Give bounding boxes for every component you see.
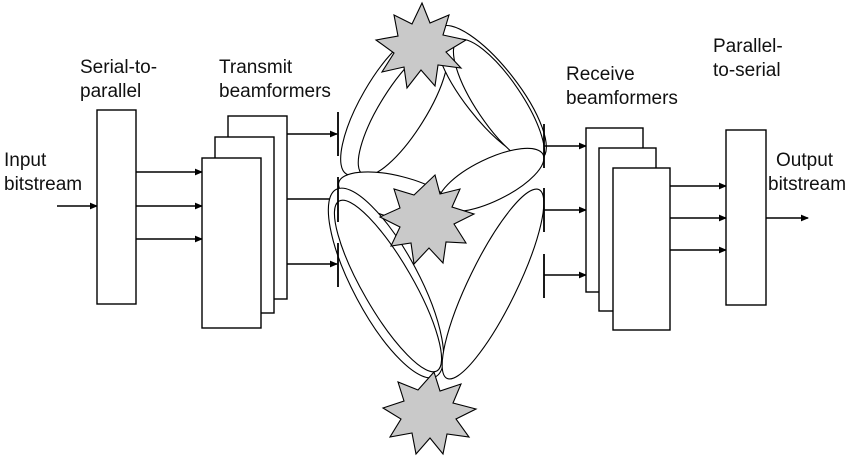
rx-beam-lobe-bottom xyxy=(441,188,545,380)
serial-to-parallel-block xyxy=(96,109,137,305)
transmit-beamformers-label-line2: beamformers xyxy=(219,81,331,102)
input-label-line2: bitstream xyxy=(4,174,82,195)
scatterer-middle xyxy=(378,173,476,266)
output-label-line1: Output xyxy=(776,150,834,171)
scatterer-top xyxy=(374,1,468,90)
transmit-beamformer-1 xyxy=(201,157,262,329)
input-label-line1: Input xyxy=(4,150,47,171)
tx-beam-lobe-bottom-inner xyxy=(333,199,443,373)
output-label-line2: bitstream xyxy=(768,174,846,195)
parallel-to-serial-label-line1: Parallel- xyxy=(713,36,783,57)
receive-beamformers-label-line1: Receive xyxy=(566,64,635,85)
serial-to-parallel-label-line2: parallel xyxy=(80,81,141,102)
parallel-to-serial-block xyxy=(725,129,767,306)
serial-to-parallel-label-line1: Serial-to- xyxy=(80,57,157,78)
receive-beamformers-label-line2: beamformers xyxy=(566,88,678,109)
scatterer-bottom xyxy=(381,370,478,456)
receive-beamformer-3 xyxy=(612,167,671,331)
parallel-to-serial-label-line2: to-serial xyxy=(713,60,781,81)
transmit-beamformers-label-line1: Transmit xyxy=(219,57,293,78)
